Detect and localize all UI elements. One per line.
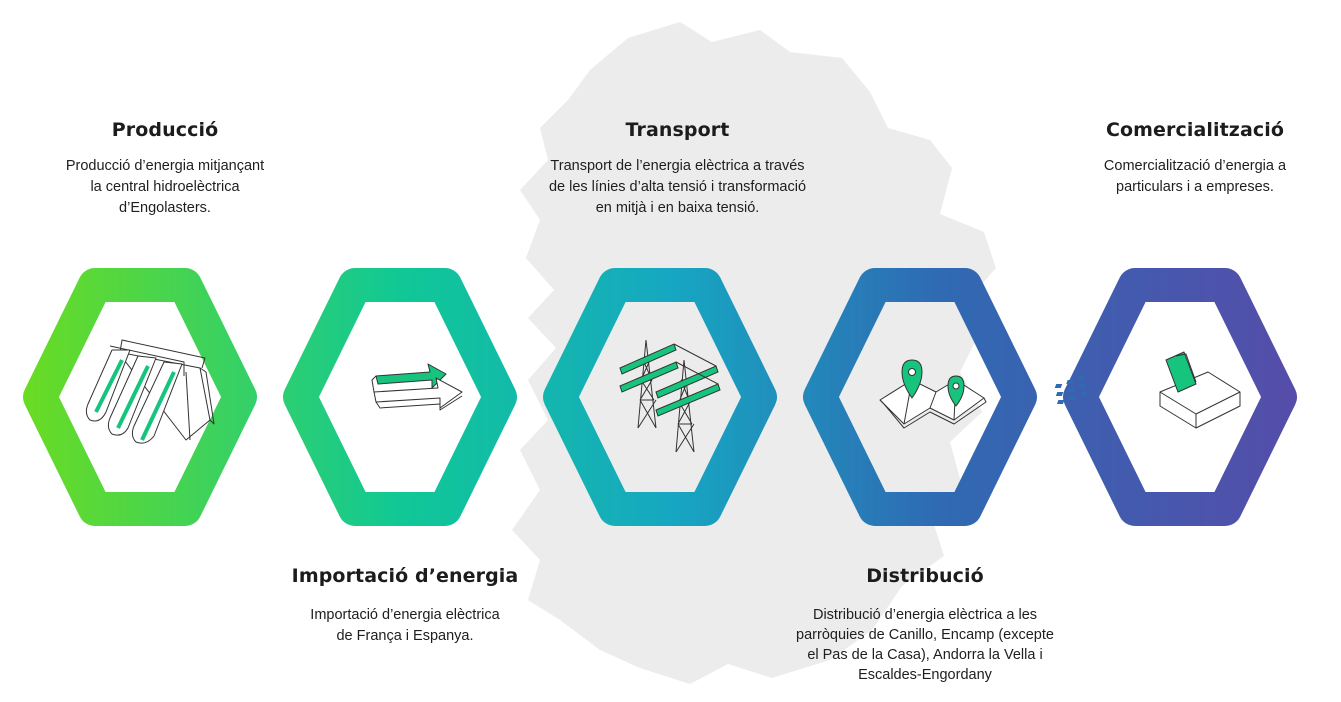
step-title: Distribució (866, 565, 984, 587)
step-comercialitzacio: Comercialització Comercialització d’ener… (1050, 119, 1340, 198)
step-description: Transport de l’energia elèctrica a travé… (548, 158, 807, 216)
step-title: Comercialització (1105, 119, 1285, 141)
step-title: Producció (111, 119, 219, 141)
step-icons (85, 339, 1241, 453)
payment-terminal-icon (1054, 351, 1241, 429)
step-produccio: Producció Producció d’energia mitjançant… (20, 119, 310, 219)
hexagon-distribucio (803, 268, 1037, 526)
hexagon-produccio (23, 268, 257, 526)
step-importacio: Importació d’energia Importació d’energi… (255, 565, 555, 647)
import-arrows-icon (371, 363, 463, 411)
step-description: Distribució d’energia elèctrica a les pa… (796, 607, 1054, 683)
map-pins-icon (879, 359, 987, 429)
hexagon-transport (543, 268, 777, 526)
step-description: Importació d’energia elèctrica de França… (310, 607, 500, 644)
step-title: Importació d’energia (291, 565, 519, 587)
step-description: Producció d’energia mitjançant la centra… (65, 158, 265, 216)
power-pylon-icon (619, 339, 721, 453)
step-title: Transport (625, 119, 730, 141)
step-description: Comercialització d’energia a particulars… (1103, 158, 1287, 195)
hexagon-chain (23, 268, 1297, 526)
hexagon-importacio (283, 268, 517, 526)
step-transport: Transport Transport de l’energia elèctri… (505, 119, 850, 219)
step-distribucio: Distribució Distribució d’energia elèctr… (760, 565, 1090, 685)
hexagon-comercialitzacio (1063, 268, 1297, 526)
hydroelectric-dam-icon (85, 339, 215, 444)
